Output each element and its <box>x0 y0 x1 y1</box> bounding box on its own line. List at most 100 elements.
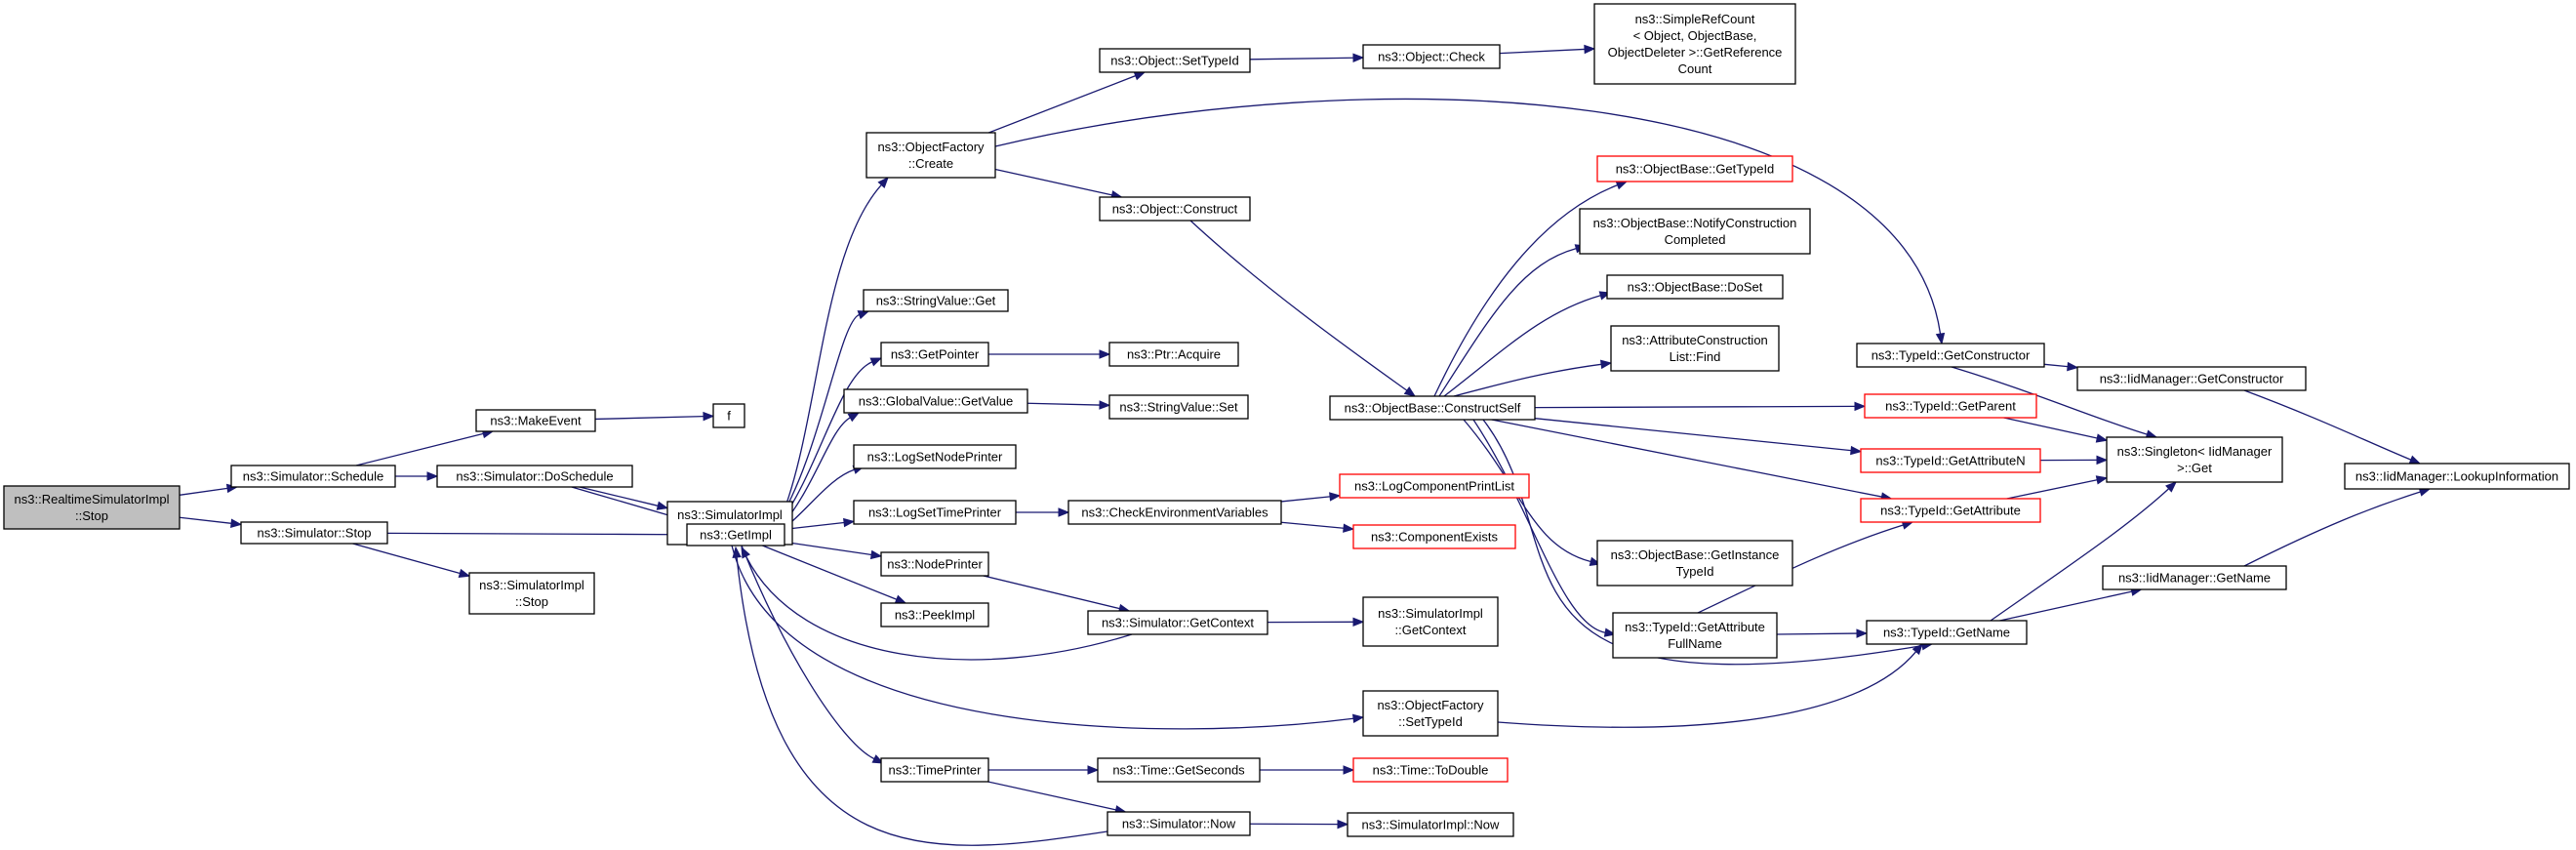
edge-sim_getcontext-to-getimpl <box>741 546 1133 661</box>
edge-sim_schedule-to-make_event <box>355 428 495 466</box>
node-simimpl-getcontext[interactable]: ns3::SimulatorImpl::GetContext <box>1362 596 1499 647</box>
node-getpointer[interactable]: ns3::GetPointer <box>880 342 989 367</box>
node-label-line: ns3::LogComponentPrintList <box>1354 479 1514 494</box>
arrowhead-icon <box>1584 44 1596 55</box>
node-time-getseconds[interactable]: ns3::Time::GetSeconds <box>1097 757 1261 783</box>
node-label-line: ns3::IidManager::GetName <box>2118 571 2271 586</box>
edge-objfactory_create-to-typeid_getconstructor <box>994 98 1946 345</box>
edge-line <box>741 545 875 760</box>
node-logsettimeprinter[interactable]: ns3::LogSetTimePrinter <box>853 500 1017 525</box>
node-box <box>3 485 181 530</box>
node-peekimpl[interactable]: ns3::PeekImpl <box>880 602 989 627</box>
node-typeid-getconstructor[interactable]: ns3::TypeId::GetConstructor <box>1856 343 2045 368</box>
node-label-line: ns3::LogSetTimePrinter <box>868 506 1002 520</box>
node-objbase-doset[interactable]: ns3::ObjectBase::DoSet <box>1606 274 1784 300</box>
node-objbase-constructself[interactable]: ns3::ObjectBase::ConstructSelf <box>1329 395 1536 421</box>
node-objbase-notify[interactable]: ns3::ObjectBase::NotifyConstructionCompl… <box>1579 208 1811 255</box>
node-make-event[interactable]: ns3::MakeEvent <box>475 409 596 432</box>
arrowhead-icon <box>1329 492 1342 502</box>
edge-typeid_getconstructor-to-iidmgr_getconstructor <box>2043 361 2079 372</box>
arrowhead-icon <box>2095 475 2109 485</box>
node-label-line: ::Create <box>908 156 953 171</box>
arrowhead-icon <box>1351 713 1365 724</box>
edge-line <box>778 184 882 525</box>
node-typeid-getattribute[interactable]: ns3::TypeId::GetAttribute <box>1860 498 2041 523</box>
edge-line <box>1463 419 1591 563</box>
node-label-line: ns3::Object::Check <box>1378 50 1485 64</box>
node-stringvalue-get[interactable]: ns3::StringValue::Get <box>863 289 1009 312</box>
node-object-check[interactable]: ns3::Object::Check <box>1362 44 1501 69</box>
edge-make_event-to-f <box>594 411 715 422</box>
edge-line <box>2006 479 2098 500</box>
node-getimpl[interactable]: ns3::GetImpl <box>686 523 785 546</box>
node-iidmgr-getname[interactable]: ns3::IidManager::GetName <box>2102 565 2287 590</box>
arrowhead-icon <box>1935 332 1946 345</box>
node-nodeprinter[interactable]: ns3::NodePrinter <box>880 551 989 577</box>
arrowhead-icon <box>1099 349 1111 359</box>
node-simplerefcount[interactable]: ns3::SimpleRefCount< Object, ObjectBase,… <box>1593 3 1796 85</box>
node-simimpl-stop[interactable]: ns3::SimulatorImpl::Stop <box>468 572 595 615</box>
node-timeprinter[interactable]: ns3::TimePrinter <box>880 757 989 783</box>
arrowhead-icon <box>426 471 439 481</box>
node-box <box>880 757 989 783</box>
edge-line <box>1443 295 1601 397</box>
edge-sim_now-to-getimpl <box>732 546 1108 846</box>
node-typeid-getattributen[interactable]: ns3::TypeId::GetAttributeN <box>1860 448 2041 473</box>
node-sim-doschedule[interactable]: ns3::Simulator::DoSchedule <box>436 465 633 488</box>
node-label-line: List::Find <box>1670 349 1721 364</box>
node-logsetnodeprinter[interactable]: ns3::LogSetNodePrinter <box>853 444 1017 469</box>
node-label-line: >::Get <box>2177 461 2212 475</box>
node-label-line: ns3::StringValue::Set <box>1119 400 1238 415</box>
node-typeid-getname[interactable]: ns3::TypeId::GetName <box>1866 620 2028 645</box>
node-objfactory-settypeid[interactable]: ns3::ObjectFactory::SetTypeId <box>1362 690 1499 737</box>
node-sim-stop[interactable]: ns3::Simulator::Stop <box>240 521 388 545</box>
node-label-line: ns3::GetPointer <box>891 347 980 362</box>
node-object-construct[interactable]: ns3::Object::Construct <box>1099 196 1251 222</box>
node-iidmgr-lookupinfo[interactable]: ns3::IidManager::LookupInformation <box>2344 463 2570 490</box>
node-simimpl-now[interactable]: ns3::SimulatorImpl::Now <box>1347 812 1514 837</box>
node-box <box>1593 3 1796 85</box>
node-ptr-acquire[interactable]: ns3::Ptr::Acquire <box>1108 342 1239 367</box>
node-objfactory-create[interactable]: ns3::ObjectFactory::Create <box>865 132 996 179</box>
node-sim-now[interactable]: ns3::Simulator::Now <box>1107 811 1251 836</box>
node-globalvalue-getvalue[interactable]: ns3::GlobalValue::GetValue <box>843 388 1028 414</box>
arrowhead-icon <box>843 517 856 528</box>
arrowhead-icon <box>2067 361 2079 372</box>
node-time-todouble[interactable]: ns3::Time::ToDouble <box>1352 757 1509 783</box>
node-box <box>1362 690 1499 737</box>
arrowhead-icon <box>732 546 742 558</box>
node-object-settypeid[interactable]: ns3::Object::SetTypeId <box>1099 48 1251 73</box>
node-stringvalue-set[interactable]: ns3::StringValue::Set <box>1108 394 1249 420</box>
node-label-line: ns3::ObjectBase::ConstructSelf <box>1345 401 1521 416</box>
node-box <box>1087 610 1268 635</box>
node-label-line: ns3::LogSetNodePrinter <box>867 450 1003 465</box>
edge-objfactory_create-to-object_settypeid <box>988 71 1147 134</box>
node-checkenv[interactable]: ns3::CheckEnvironmentVariables <box>1067 500 1282 525</box>
node-typeid-getparent[interactable]: ns3::TypeId::GetParent <box>1864 393 2037 419</box>
node-singleton-get[interactable]: ns3::Singleton< IidManager>::Get <box>2106 436 2283 483</box>
arrowhead-icon <box>857 310 870 320</box>
edge-line <box>731 545 1354 730</box>
edge-line <box>1951 366 2148 435</box>
node-objbase-gettypeid[interactable]: ns3::ObjectBase::GetTypeId <box>1596 155 1793 182</box>
node-componentexists[interactable]: ns3::ComponentExists <box>1352 524 1516 549</box>
arrowhead-icon <box>847 412 861 423</box>
edge-line <box>1776 632 1858 635</box>
edge-line <box>784 521 845 531</box>
edge-line <box>988 75 1136 134</box>
node-label-line: ns3::GetImpl <box>700 528 772 543</box>
node-sim-schedule[interactable]: ns3::Simulator::Schedule <box>230 465 396 488</box>
node-logcomponentprintlist[interactable]: ns3::LogComponentPrintList <box>1339 473 1530 499</box>
node-label-line: ns3::Object::Construct <box>1112 202 1238 217</box>
node-box <box>1866 620 2028 645</box>
node-iidmgr-getconstructor[interactable]: ns3::IidManager::GetConstructor <box>2076 366 2307 391</box>
node-label-line: ObjectDeleter >::GetReference <box>1608 45 1783 60</box>
edge-line <box>1472 419 1606 633</box>
node-sim-getcontext[interactable]: ns3::Simulator::GetContext <box>1087 610 1268 635</box>
node-label-line: ns3::ObjectBase::GetTypeId <box>1616 162 1775 177</box>
node-box <box>240 521 388 545</box>
node-f[interactable]: f <box>712 403 745 428</box>
